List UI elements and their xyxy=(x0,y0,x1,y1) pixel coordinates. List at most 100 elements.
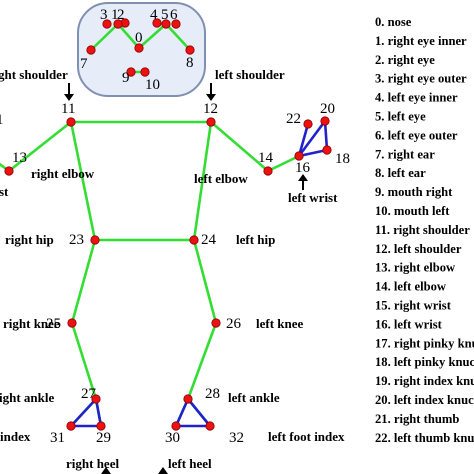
joint-5 xyxy=(161,19,171,29)
joint-23 xyxy=(90,235,100,245)
legend-item: 8. left ear xyxy=(375,166,426,180)
edge-14-16 xyxy=(266,154,301,173)
joint-11 xyxy=(66,117,76,127)
landmark-number-27: 27 xyxy=(81,386,97,402)
edge-24-26 xyxy=(192,238,218,325)
label-left-heel: left heel xyxy=(168,456,212,471)
landmark-number-31: 31 xyxy=(50,430,65,446)
edge-11-23 xyxy=(69,120,97,242)
label-right-hip: right hip xyxy=(5,232,54,247)
joint-24 xyxy=(189,235,199,245)
landmark-number-10: 10 xyxy=(145,77,160,93)
landmark-number-25: 25 xyxy=(46,316,61,332)
landmark-number-18: 18 xyxy=(335,151,350,167)
arrow-left-wrist xyxy=(298,174,308,190)
landmark-number-16: 16 xyxy=(295,160,311,176)
landmark-number-0: 0 xyxy=(135,30,143,46)
hand-foot-edges xyxy=(69,119,329,428)
landmark-number-28: 28 xyxy=(205,386,220,402)
landmark-number-15: 1 xyxy=(0,112,4,128)
hand-edge-16-20 xyxy=(297,119,327,158)
joint-14 xyxy=(263,166,273,176)
edge-0-5 xyxy=(137,22,168,50)
landmark-number-14: 14 xyxy=(258,150,274,166)
landmark-number-20: 20 xyxy=(320,101,335,117)
edge-2-7 xyxy=(89,22,120,52)
pointer-arrows xyxy=(64,83,308,474)
legend-item: 5. left eye xyxy=(375,110,426,124)
joint-31 xyxy=(66,421,76,431)
edge-12-14 xyxy=(209,120,270,173)
legend-item: 4. left eye inner xyxy=(375,91,458,105)
legend-item: 1. right eye inner xyxy=(375,34,467,48)
landmark-number-32: 32 xyxy=(229,430,244,446)
joint-8 xyxy=(185,45,195,55)
hand-edge-16-22 xyxy=(297,122,310,158)
legend-item: 16. left wrist xyxy=(375,317,443,331)
legend-item: 17. right pinky knuckle xyxy=(375,336,474,350)
legend-item: 10. mouth left xyxy=(375,204,450,218)
label-right-knee: right knee xyxy=(3,316,60,331)
label-right-foot-index: index xyxy=(0,429,31,444)
landmark-number-26: 26 xyxy=(226,316,242,332)
landmark-number-3: 3 xyxy=(100,7,108,23)
legend-item: 22. left thumb knuckle xyxy=(375,431,474,445)
joint-7 xyxy=(86,45,96,55)
joint-6 xyxy=(171,19,181,29)
legend-item: 13. right elbow xyxy=(375,261,456,275)
legend-item: 18. left pinky knuckle xyxy=(375,355,474,369)
landmark-number-29: 29 xyxy=(96,430,111,446)
landmark-number-5: 5 xyxy=(161,7,169,23)
edge-11-13 xyxy=(7,120,73,173)
hand-edge-27-31 xyxy=(69,397,98,428)
joint-12 xyxy=(206,117,216,127)
label-right-elbow: right elbow xyxy=(31,166,95,181)
legend-item: 21. right thumb xyxy=(375,412,459,426)
label-right-shoulder: ght shoulder xyxy=(0,67,68,82)
legend-item: 7. right ear xyxy=(375,147,435,161)
landmark-number-4: 4 xyxy=(150,7,158,23)
joint-18 xyxy=(322,145,332,155)
label-left-elbow: left elbow xyxy=(194,171,248,186)
label-left-shoulder: left shoulder xyxy=(215,67,285,82)
joint-25 xyxy=(67,318,77,328)
landmark-number-24: 24 xyxy=(201,232,217,248)
joint-13 xyxy=(4,166,14,176)
landmark-number-30: 30 xyxy=(165,430,180,446)
hand-edge-32-28 xyxy=(186,397,212,428)
landmark-joints xyxy=(4,18,332,431)
legend-item: 19. right index knuckle xyxy=(375,374,474,388)
legend-item: 14. left elbow xyxy=(375,280,447,294)
joint-29 xyxy=(96,421,106,431)
joint-27 xyxy=(91,394,101,404)
joint-32 xyxy=(205,421,215,431)
landmark-number-6: 6 xyxy=(170,7,178,23)
legend-item: 15. right wrist xyxy=(375,299,452,313)
edge-26-28 xyxy=(186,321,218,401)
legend-item: 3. right eye outer xyxy=(375,72,467,86)
hand-edge-28-30 xyxy=(174,397,190,428)
edge-0-2 xyxy=(116,22,141,50)
landmark-number-23: 23 xyxy=(69,232,84,248)
edge-25-27 xyxy=(70,321,98,401)
landmark-number-8: 8 xyxy=(186,55,194,71)
joint-0 xyxy=(134,43,144,53)
joint-26 xyxy=(211,318,221,328)
edge-23-25 xyxy=(70,238,97,325)
landmark-number-22: 22 xyxy=(286,111,301,127)
joint-4 xyxy=(152,18,162,28)
joint-20 xyxy=(320,116,330,126)
arrow-right-shoulder xyxy=(64,83,74,101)
label-left-hip: left hip xyxy=(236,232,275,247)
legend-item: 6. left eye outer xyxy=(375,128,458,142)
legend-item: 0. nose xyxy=(375,15,412,29)
label-left-knee: left knee xyxy=(256,316,304,331)
landmark-number-12: 12 xyxy=(203,101,218,117)
hand-edge-18-20 xyxy=(323,119,329,152)
legend-item: 11. right shoulder xyxy=(375,223,470,237)
joint-10 xyxy=(140,67,150,77)
joint-22 xyxy=(303,119,313,129)
label-left-foot-index: left foot index xyxy=(268,429,345,444)
label-right-wrist-cut: st xyxy=(0,184,9,199)
